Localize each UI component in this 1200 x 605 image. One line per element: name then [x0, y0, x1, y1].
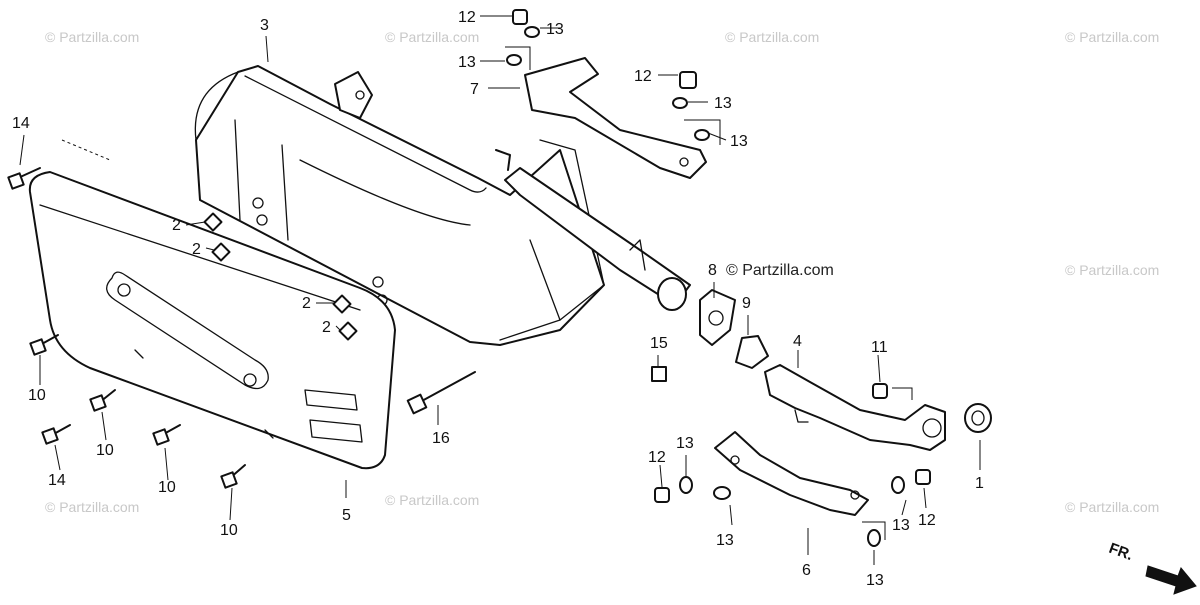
exhaust-pipe	[504, 167, 691, 311]
callout-10: 10	[28, 387, 46, 404]
part-8-gasket	[699, 289, 736, 346]
callout-2: 2	[322, 319, 331, 336]
front-label: FR.	[1107, 540, 1136, 564]
watermark: © Partzilla.com	[45, 29, 139, 45]
callout-13: 13	[716, 532, 734, 549]
part-14-bolt	[41, 424, 71, 445]
callout-12: 12	[458, 9, 476, 26]
watermark: © Partzilla.com	[385, 492, 479, 508]
watermarks: © Partzilla.com © Partzilla.com © Partzi…	[45, 29, 1159, 515]
callout-2: 2	[302, 295, 311, 312]
part-1-gasket-ring	[964, 403, 992, 433]
part-6-lower-bracket	[714, 431, 869, 516]
callout-3: 3	[260, 17, 269, 34]
part-2-nuts	[203, 212, 358, 341]
part-12-nuts	[512, 9, 931, 503]
callout-2: 2	[192, 241, 201, 258]
callout-15: 15	[650, 335, 668, 352]
callout-14: 14	[12, 115, 30, 132]
part-9-collar	[735, 335, 769, 369]
watermark: © Partzilla.com	[45, 499, 139, 515]
part-15-bolt	[651, 366, 667, 382]
callout-13: 13	[892, 517, 910, 534]
callout-10: 10	[158, 479, 176, 496]
callout-2: 2	[172, 217, 181, 234]
callout-6: 6	[802, 562, 811, 579]
callout-10: 10	[96, 442, 114, 459]
part-4-pipe-joint	[764, 364, 946, 451]
callout-13: 13	[676, 435, 694, 452]
hardware	[7, 9, 931, 547]
callout-13: 13	[866, 572, 884, 589]
watermark: © Partzilla.com	[385, 29, 479, 45]
callout-12: 12	[648, 449, 666, 466]
part-7-upper-bracket	[524, 57, 707, 179]
part-11-nut	[872, 383, 888, 399]
callout-13: 13	[546, 21, 564, 38]
callout-9: 9	[742, 295, 751, 312]
callout-12: 12	[634, 68, 652, 85]
callout-12: 12	[918, 512, 936, 529]
watermark: © Partzilla.com	[1065, 262, 1159, 278]
part-3-muffler	[194, 65, 605, 346]
callout-13: 13	[730, 133, 748, 150]
watermark: © Partzilla.com	[725, 29, 819, 45]
callout-16: 16	[432, 430, 450, 447]
callout-13: 13	[714, 95, 732, 112]
part-16-bolt	[406, 371, 476, 415]
leader-lines	[19, 15, 981, 565]
part-13-washers	[506, 26, 905, 547]
part-5-heat-shield	[28, 171, 396, 470]
callouts: 3 14 2 2 2 2 10 10 14 10 10 5 16 12 13 1…	[12, 9, 984, 589]
callout-14: 14	[48, 472, 66, 489]
part-10-bolt	[152, 424, 181, 446]
part-10-bolt	[89, 389, 116, 412]
part-10-bolt	[220, 464, 246, 489]
watermark: © Partzilla.com	[1065, 29, 1159, 45]
front-direction-marker: FR.	[1107, 540, 1197, 595]
callout-8: 8	[708, 262, 717, 279]
front-arrow-icon	[1145, 565, 1197, 595]
part-14-bolt	[7, 167, 41, 190]
callout-1: 1	[975, 475, 984, 492]
callout-10: 10	[220, 522, 238, 539]
callout-11: 11	[871, 339, 888, 356]
callout-5: 5	[342, 507, 351, 524]
watermark: © Partzilla.com	[1065, 499, 1159, 515]
callout-13: 13	[458, 54, 476, 71]
part-10-bolt	[29, 334, 59, 356]
watermark-label: © Partzilla.com	[726, 262, 834, 279]
callout-7: 7	[470, 81, 479, 98]
callout-4: 4	[793, 333, 802, 350]
